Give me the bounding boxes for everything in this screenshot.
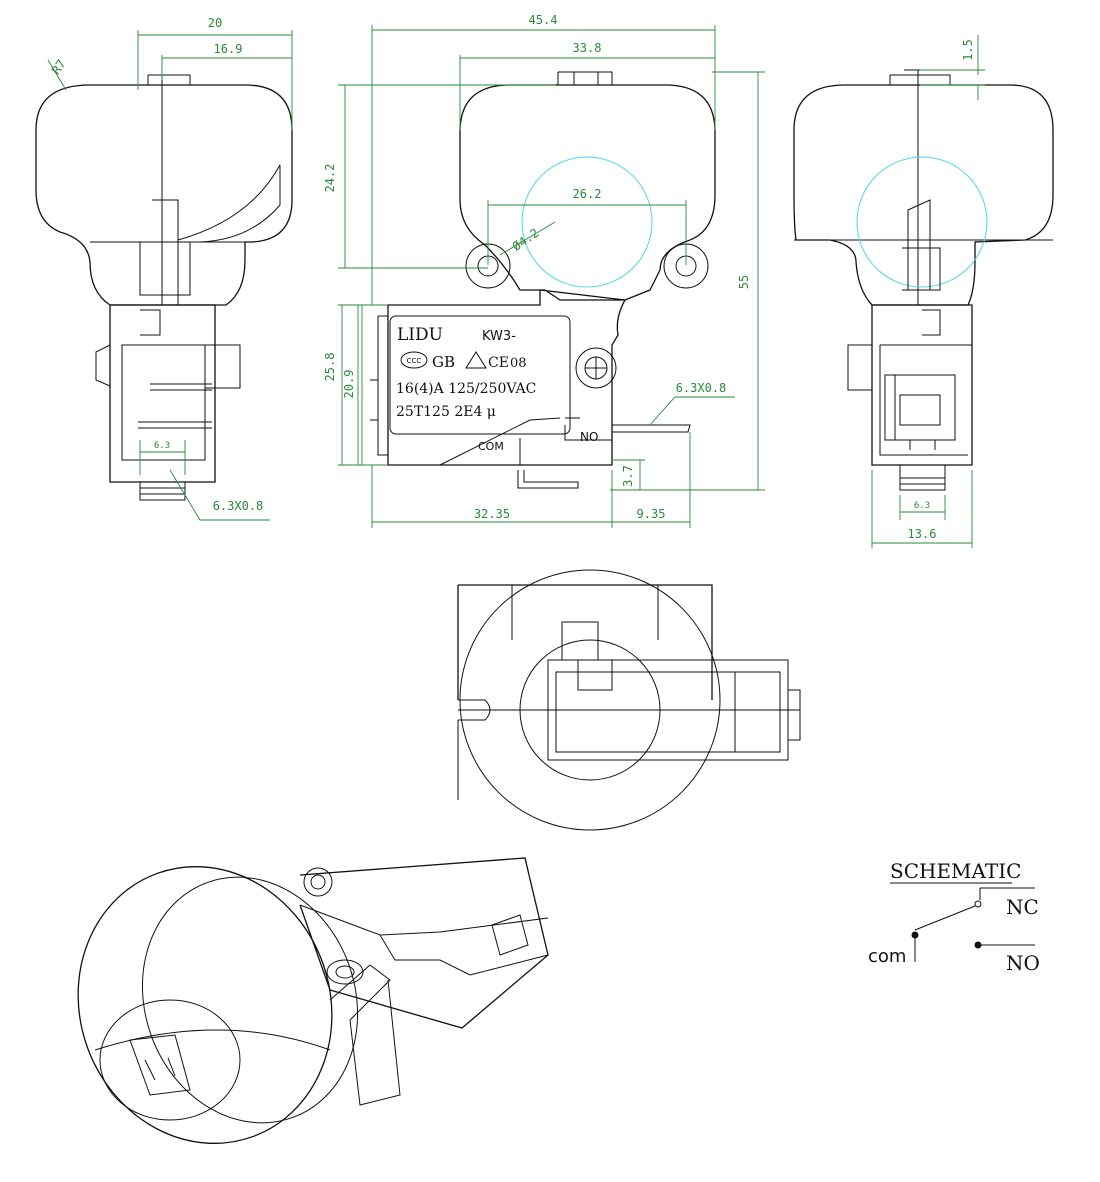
dim-switch-h: 20.9	[342, 370, 356, 399]
dim-front-terminal: 6.3X0.8	[676, 381, 727, 395]
dim-front-total-h: 55	[737, 275, 751, 289]
dim-right-terminal-w: 6.3	[914, 501, 930, 511]
cert-ccc-icon: CCC	[400, 351, 428, 369]
dim-offset-y: 3.7	[621, 465, 635, 487]
label-brand: LIDU	[397, 325, 443, 345]
label-rating2: 25T125 2E4 μ	[396, 404, 496, 420]
dim-hole-spacing: 26.2	[573, 187, 602, 201]
switch-label-plate	[389, 315, 571, 435]
dim-bottom-right: 9.35	[637, 507, 666, 521]
svg-text:CCC: CCC	[407, 357, 422, 365]
dim-front-body-h: 25.8	[323, 353, 337, 382]
dim-side-radius: R7	[49, 57, 69, 77]
isometric-view	[77, 857, 549, 1144]
side-view: 20 16.9 R7 6.3 6.3X0.8	[35, 16, 293, 521]
nc-contact-icon	[974, 900, 982, 908]
dim-front-body-w: 33.8	[573, 41, 602, 55]
schematic-title: SCHEMATIC	[890, 859, 1021, 883]
dim-side-terminal-w: 6.3	[154, 441, 170, 451]
label-no: NO	[580, 430, 598, 444]
cert-code: 08	[510, 356, 527, 371]
dim-right-width: 13.6	[908, 527, 937, 541]
front-view: LIDU KW3- CCC GB CE 08 16(4)A 125/250VAC…	[323, 13, 765, 528]
schematic: SCHEMATIC NC NO com	[868, 859, 1040, 975]
cert-ce: CE	[488, 355, 509, 371]
dim-side-inner: 16.9	[214, 42, 243, 56]
dim-bottom-left: 32.35	[474, 507, 510, 521]
label-model: KW3-	[482, 329, 516, 344]
dim-front-total-w: 45.4	[529, 13, 558, 27]
warning-triangle-icon	[465, 351, 487, 369]
dim-side-width: 20	[208, 16, 222, 30]
label-rating: 16(4)A 125/250VAC	[396, 381, 536, 397]
top-view	[457, 569, 801, 831]
right-view: 1.5 6.3 13.6	[793, 35, 1054, 548]
dim-side-terminal: 6.3X0.8	[213, 499, 264, 513]
schematic-no: NO	[1006, 951, 1040, 975]
dim-front-head-h: 24.2	[323, 164, 337, 193]
label-com: COM	[478, 440, 504, 453]
schematic-com: com	[868, 946, 906, 967]
dim-right-top: 1.5	[961, 39, 975, 61]
schematic-nc: NC	[1006, 895, 1039, 919]
dim-hole-dia: Ø4.2	[510, 226, 542, 254]
cert-gb: GB	[432, 353, 455, 371]
